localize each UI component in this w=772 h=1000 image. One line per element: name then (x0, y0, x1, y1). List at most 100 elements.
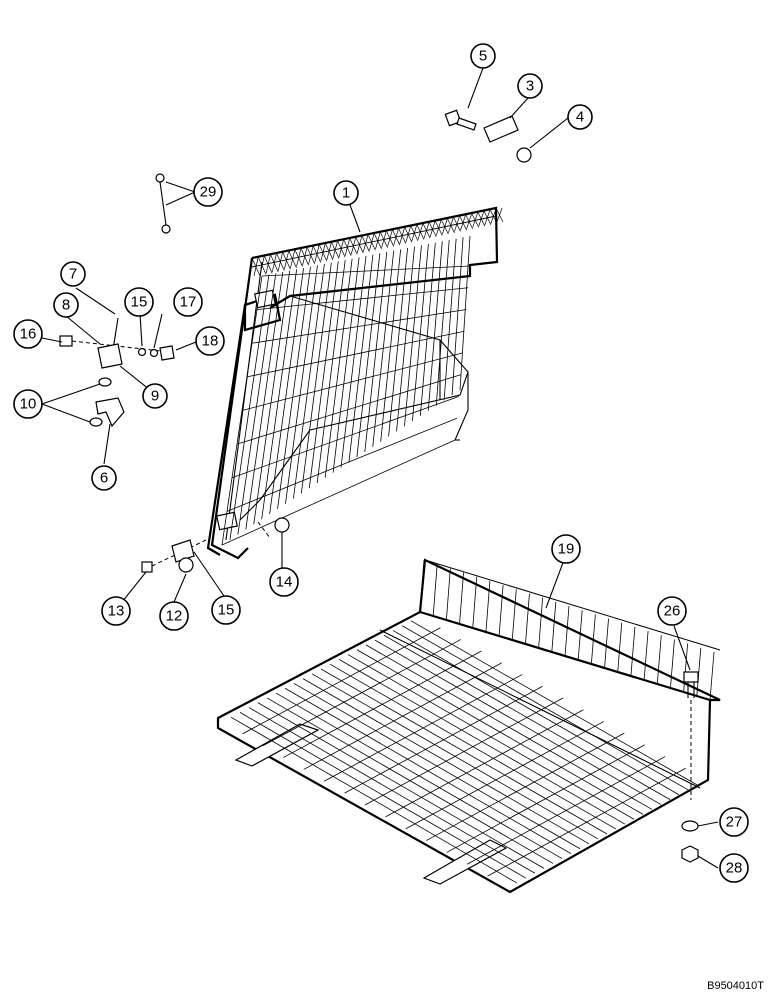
mesh-wire (445, 568, 451, 621)
callout-label: 17 (180, 294, 197, 311)
mesh-wire (404, 245, 422, 427)
mesh-wire (246, 330, 465, 378)
callout-label: 5 (479, 48, 487, 65)
mesh-wire (551, 601, 557, 653)
mesh-wire (472, 576, 478, 629)
callout-28: 28 (719, 853, 749, 883)
mesh-wire (326, 242, 332, 260)
callout-6: 6 (91, 465, 117, 491)
callout-10: 10 (13, 389, 43, 419)
callout-label: 7 (69, 266, 77, 283)
mesh-wire (538, 597, 544, 649)
callout-label: 14 (276, 574, 293, 591)
mesh-wire (419, 559, 425, 613)
mesh-wire (241, 352, 463, 411)
mesh-wire (459, 235, 471, 391)
nut-part (516, 147, 532, 163)
mesh-wire (332, 257, 360, 473)
mesh-wire (323, 674, 523, 782)
callout-5: 5 (470, 43, 496, 69)
mesh-wire (604, 618, 609, 669)
callout-label: 13 (108, 603, 125, 620)
callout-13: 13 (101, 596, 131, 626)
callout-label: 26 (664, 603, 681, 620)
callout-9: 9 (142, 383, 168, 409)
bracket-plate (483, 115, 519, 143)
mesh-wire (245, 271, 284, 530)
mesh-wire (656, 635, 662, 685)
upper-wire-basket (206, 206, 504, 560)
callout-15-upper: 15 (124, 287, 154, 317)
callout-19: 19 (551, 534, 581, 564)
mesh-wire (443, 238, 457, 401)
mesh-wire (308, 261, 339, 489)
mesh-wire (348, 254, 374, 463)
mesh-wire (221, 439, 456, 546)
mesh-wire (302, 247, 308, 266)
mesh-wire (277, 266, 311, 509)
mesh-wire (709, 651, 715, 701)
mesh-wire (630, 626, 636, 677)
lower-latch-hardware (141, 517, 290, 573)
callout-label: 9 (151, 388, 159, 405)
callout-27: 27 (719, 807, 749, 837)
mesh-wire (308, 246, 314, 264)
mesh-wire (231, 396, 459, 479)
mesh-wire (242, 627, 441, 735)
mesh-wire (356, 253, 381, 458)
callout-label: 16 (20, 326, 37, 343)
callout-label: 28 (726, 860, 743, 877)
mesh-wire (229, 274, 270, 540)
callout-16: 16 (13, 319, 43, 349)
mesh-wire (253, 270, 291, 525)
bolt-part (444, 109, 477, 131)
mesh-wire (525, 593, 530, 645)
mesh-wire (419, 242, 436, 416)
mesh-wire (446, 744, 645, 853)
mesh-wire (290, 250, 295, 268)
mesh-wire (303, 662, 502, 770)
mesh-wire (466, 756, 666, 865)
callout-12: 12 (159, 601, 189, 631)
callout-label: 15 (218, 602, 235, 619)
mesh-wire (269, 267, 304, 515)
mesh-wire (643, 631, 649, 681)
callout-8: 8 (53, 292, 79, 318)
mesh-wire (485, 580, 491, 633)
mesh-wire (432, 564, 438, 617)
mesh-wire (344, 685, 543, 794)
mesh-wire (459, 572, 464, 625)
mesh-wire (251, 215, 497, 268)
mesh-wire (696, 647, 702, 697)
mesh-wire (262, 639, 462, 747)
mesh-wire (564, 605, 570, 657)
mesh-wire (380, 249, 402, 442)
mesh-wire (314, 245, 320, 263)
cable-part (155, 173, 171, 234)
mesh-wire (251, 309, 467, 344)
callout-1: 1 (333, 180, 359, 206)
mesh-wire (285, 265, 318, 504)
mesh-wire (577, 610, 583, 661)
callout-label: 18 (202, 333, 219, 350)
mesh-wire (265, 255, 271, 274)
callout-label: 8 (62, 297, 70, 314)
mesh-wire (385, 709, 584, 818)
mesh-wire (283, 650, 482, 758)
mesh-wire (324, 258, 353, 478)
mesh-wire (617, 622, 623, 673)
callout-label: 27 (726, 814, 743, 831)
mesh-wire (271, 254, 277, 273)
mesh-wire (340, 255, 367, 468)
mesh-wire (364, 697, 564, 806)
mesh-wire (683, 643, 689, 693)
mesh-wire (236, 374, 461, 445)
mesh-wire (427, 241, 443, 411)
callout-label: 6 (100, 470, 108, 487)
latch-hardware (59, 317, 175, 428)
callout-label: 4 (576, 109, 584, 126)
mesh-wire (424, 559, 721, 651)
callout-26: 26 (657, 596, 687, 626)
mesh-wire (396, 246, 415, 432)
